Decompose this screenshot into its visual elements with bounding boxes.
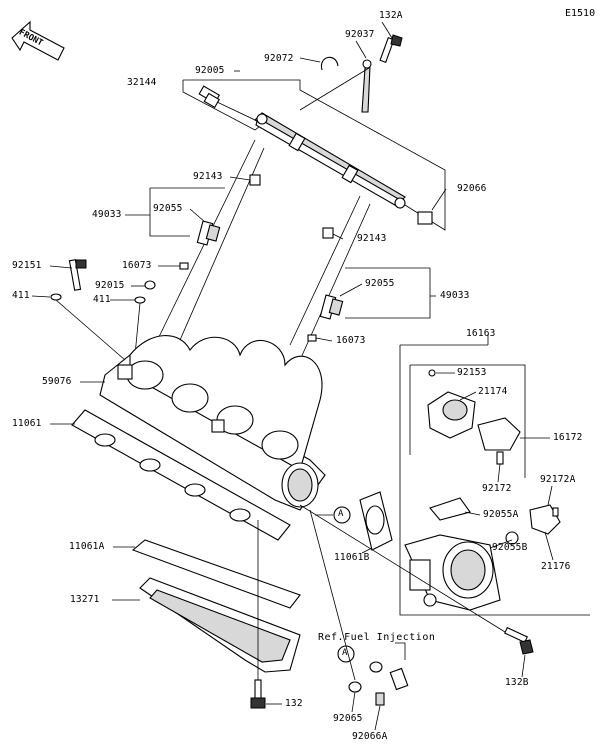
label-21176: 21176	[541, 561, 571, 572]
label-49033-lower: 49033	[440, 290, 470, 301]
label-92055B: 92055B	[492, 542, 528, 553]
label-92055A: 92055A	[483, 509, 519, 520]
label-92037: 92037	[345, 29, 375, 40]
label-13271: 13271	[70, 594, 100, 605]
label-16163: 16163	[466, 328, 496, 339]
fuel-rail	[254, 112, 406, 209]
label-21174: 21174	[478, 386, 508, 397]
label-92066A: 92066A	[352, 731, 388, 742]
label-92172: 92172	[482, 483, 512, 494]
label-92072: 92072	[264, 53, 294, 64]
label-132B: 132B	[505, 677, 529, 688]
sensor-21176	[529, 504, 561, 535]
label-92015: 92015	[95, 280, 125, 291]
sensor-92066A	[375, 667, 409, 706]
ref-note: Ref.Fuel Injection	[318, 632, 436, 643]
label-411-right: 411	[93, 294, 111, 305]
front-arrow-icon	[11, 20, 65, 61]
label-16073-upper: 16073	[122, 260, 152, 271]
injector-lower	[319, 294, 344, 320]
label-92143-upper: 92143	[193, 171, 223, 182]
label-11061: 11061	[12, 418, 42, 429]
label-32144: 32144	[127, 77, 157, 88]
label-132A: 132A	[379, 10, 403, 21]
label-59076: 59076	[42, 376, 72, 387]
label-92172A: 92172A	[540, 474, 576, 485]
label-411-left: 411	[12, 290, 30, 301]
diagram-id: E1510	[565, 8, 596, 19]
circle-marker-a-2: A	[342, 648, 348, 658]
label-92066: 92066	[457, 183, 487, 194]
intake-manifold	[99, 335, 326, 511]
label-132: 132	[285, 698, 303, 709]
label-49033-upper: 49033	[92, 209, 122, 220]
label-11061A: 11061A	[69, 541, 105, 552]
label-92143-lower: 92143	[357, 233, 387, 244]
fitting-92005	[198, 85, 221, 109]
label-92055-lower: 92055	[365, 278, 395, 289]
gasket-11061B	[359, 491, 393, 551]
throttle-sensor-21174	[427, 391, 476, 439]
label-92065: 92065	[333, 713, 363, 724]
label-92005: 92005	[195, 65, 225, 76]
label-16172: 16172	[553, 432, 583, 443]
label-92055-upper: 92055	[153, 203, 183, 214]
gasket-11061	[71, 409, 291, 541]
injector-upper	[196, 220, 221, 246]
label-92153: 92153	[457, 367, 487, 378]
label-92151: 92151	[12, 260, 42, 271]
label-16073-lower: 16073	[336, 335, 366, 346]
label-11061B: 11061B	[334, 552, 370, 563]
circle-marker-a: A	[338, 509, 344, 519]
sensor-16172	[477, 417, 521, 465]
